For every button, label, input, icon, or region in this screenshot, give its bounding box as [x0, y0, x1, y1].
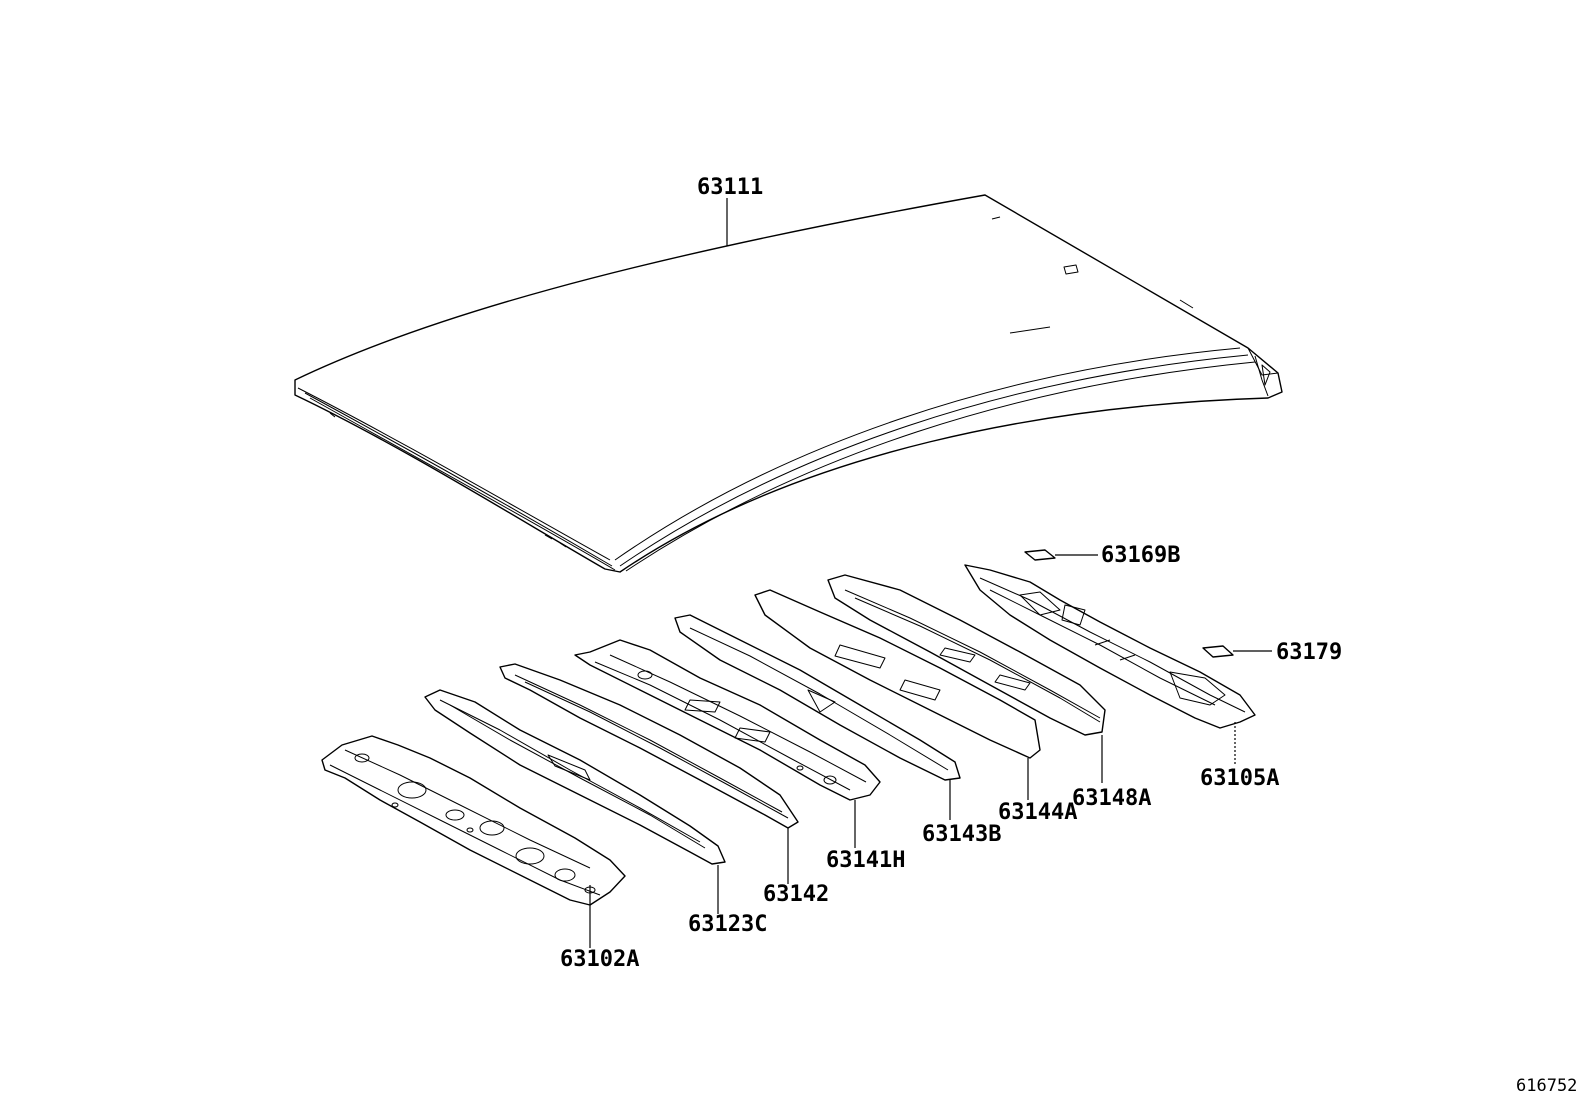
label-rear-header[interactable]: 63105A [1200, 766, 1279, 791]
label-pad-2[interactable]: 63179 [1276, 640, 1342, 665]
label-bow-2[interactable]: 63142 [763, 882, 829, 907]
label-bow-3[interactable]: 63141H [826, 848, 905, 873]
leader-lines [589, 198, 1272, 948]
diagram-id: 616752 [1516, 1076, 1577, 1096]
label-bow-6[interactable]: 63148A [1072, 786, 1151, 811]
roof-bow-1-drawing[interactable] [424, 689, 726, 865]
label-bow-4[interactable]: 63143B [922, 822, 1001, 847]
pad-2-drawing[interactable] [1202, 645, 1234, 658]
front-header-drawing[interactable] [321, 735, 626, 906]
label-bow-5[interactable]: 63144A [998, 800, 1077, 825]
label-pad-1[interactable]: 63169B [1101, 543, 1180, 568]
label-bow-1[interactable]: 63123C [688, 912, 767, 937]
pad-1-drawing[interactable] [1024, 549, 1056, 561]
roof-bow-4-drawing[interactable] [674, 614, 961, 781]
roof-panel-drawing[interactable] [294, 194, 1283, 573]
rear-header-drawing[interactable] [964, 564, 1256, 729]
roof-bow-6-drawing[interactable] [827, 574, 1106, 736]
label-front-header[interactable]: 63102A [560, 947, 639, 972]
roof-bow-3-drawing[interactable] [574, 639, 881, 801]
roof-bow-5-drawing[interactable] [754, 589, 1041, 759]
label-roof-panel[interactable]: 63111 [697, 175, 763, 200]
roof-bow-2-drawing[interactable] [499, 663, 799, 829]
